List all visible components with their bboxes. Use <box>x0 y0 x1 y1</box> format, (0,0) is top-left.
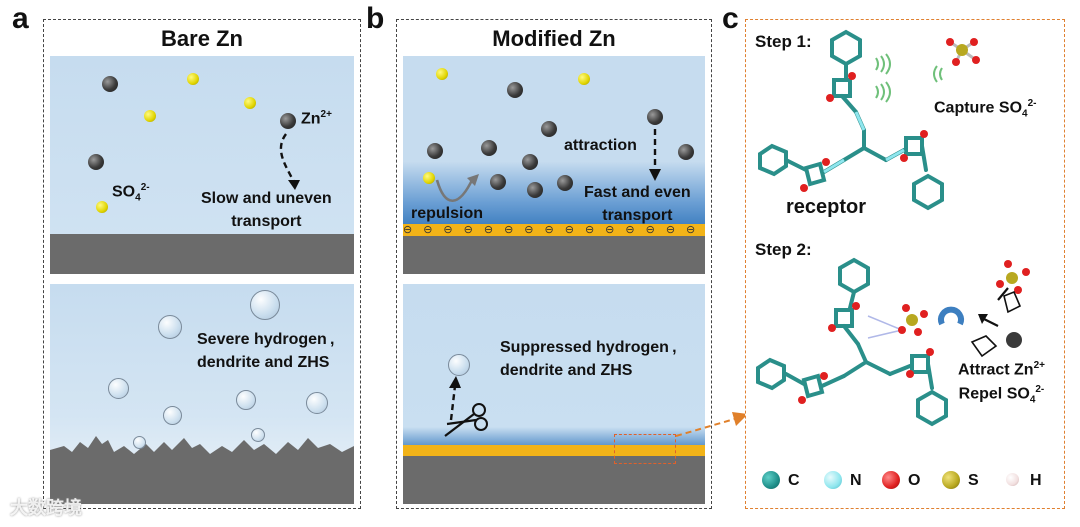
zn-ion <box>88 154 104 170</box>
sulfate-ion <box>187 73 199 85</box>
curved-arrow-icon <box>279 133 300 190</box>
legend-nitrogen-label: N <box>850 472 862 489</box>
legend-nitrogen-swatch <box>824 471 842 489</box>
panel-b-title: Modified Zn <box>492 26 616 51</box>
repulsion-label: repulsion <box>411 205 484 222</box>
severe-hydrogen-label: Severe hydrogen ,dendrite and ZHS <box>197 331 335 371</box>
receptor-molecule-step2 <box>756 257 1030 427</box>
suppressed-hydrogen-label: Suppressed hydrogen ,dendrite and ZHS <box>500 339 677 379</box>
panel-a-title: Bare Zn <box>161 26 243 51</box>
panel-a-letter: a <box>12 2 29 35</box>
panel-a-top-zinc <box>50 234 354 274</box>
hydrogen-bubble <box>133 436 146 449</box>
legend-oxygen-swatch <box>882 471 900 489</box>
panel-b: Modified Zn ⊖ ⊖ ⊖ ⊖ ⊖ ⊖ ⊖ ⊖ ⊖ ⊖ ⊖ ⊖ ⊖ ⊖ … <box>396 19 712 509</box>
hydrogen-bubble <box>236 390 256 410</box>
panel-b-bottom-zinc <box>403 456 705 504</box>
legend-hydrogen-swatch <box>1006 473 1019 486</box>
sulfate-ion <box>436 68 448 80</box>
panel-b-bottom-coating <box>403 445 705 456</box>
zoom-connector-arrow <box>675 412 748 437</box>
zn-ion <box>481 140 497 156</box>
legend-carbon-label: C <box>788 472 800 489</box>
sulfate-label: SO42- <box>112 182 150 204</box>
legend-sulfur-label: S <box>968 472 979 489</box>
legend-oxygen-label: O <box>908 472 921 489</box>
step1-label: Step 1: <box>755 32 812 51</box>
zn-ion <box>102 76 118 92</box>
hydrogen-bubble <box>108 378 129 399</box>
receptor-molecule-step1 <box>758 29 980 211</box>
dendrite-zinc-surface <box>50 436 354 504</box>
zn-ion <box>541 121 557 137</box>
hydrogen-bubble <box>158 315 182 339</box>
watermark: 大数跨境 <box>10 498 82 518</box>
sulfate-ion <box>423 172 435 184</box>
sulfate-ion <box>96 201 108 213</box>
legend-hydrogen-label: H <box>1030 472 1042 489</box>
panel-c: Step 1: Capture SO42- receptor Step 2: A… <box>745 19 1065 509</box>
zn-ion <box>522 154 538 170</box>
hydrogen-bubble <box>250 290 280 320</box>
zn-ion <box>280 113 296 129</box>
hydrogen-bubble <box>448 354 470 376</box>
zn-ion <box>678 144 694 160</box>
panel-b-top-zinc <box>403 236 705 274</box>
legend-carbon-swatch <box>762 471 780 489</box>
hydrogen-bubble <box>163 406 182 425</box>
panel-c-letter: c <box>722 2 739 35</box>
zn-ion-label: Zn2+ <box>301 109 332 128</box>
legend-sulfur-swatch <box>942 471 960 489</box>
zn-ion <box>507 82 523 98</box>
panel-b-coating: ⊖ ⊖ ⊖ ⊖ ⊖ ⊖ ⊖ ⊖ ⊖ ⊖ ⊖ ⊖ ⊖ ⊖ ⊖ ⊖ ⊖ ⊖ ⊖ <box>403 224 705 236</box>
receptor-label: receptor <box>786 196 867 218</box>
dashed-up-arrow-icon <box>449 376 461 421</box>
zn-ion <box>647 109 663 125</box>
hydrogen-bubble <box>251 428 265 442</box>
step2-label: Step 2: <box>755 240 812 259</box>
capture-label: Capture SO42- <box>934 98 1037 120</box>
repulsion-arrow-icon <box>435 174 479 202</box>
deposit-region-box <box>614 434 676 464</box>
panel-b-letter: b <box>366 2 385 35</box>
attract-repel-label: Attract Zn2+ Repel SO42- <box>958 360 1045 406</box>
scissors-icon <box>444 403 488 437</box>
sulfate-ion <box>144 110 156 122</box>
hydrogen-bubble <box>306 392 328 414</box>
attraction-label: attraction <box>564 137 637 154</box>
zn-ion <box>427 143 443 159</box>
zn-ion <box>557 175 573 191</box>
negative-charge-row: ⊖ ⊖ ⊖ ⊖ ⊖ ⊖ ⊖ ⊖ ⊖ ⊖ ⊖ ⊖ ⊖ ⊖ ⊖ ⊖ ⊖ ⊖ ⊖ <box>403 224 705 236</box>
zn-ion <box>490 174 506 190</box>
sulfate-ion <box>578 73 590 85</box>
down-arrow-icon <box>649 129 661 181</box>
zn-ion <box>527 182 543 198</box>
sulfate-ion <box>244 97 256 109</box>
